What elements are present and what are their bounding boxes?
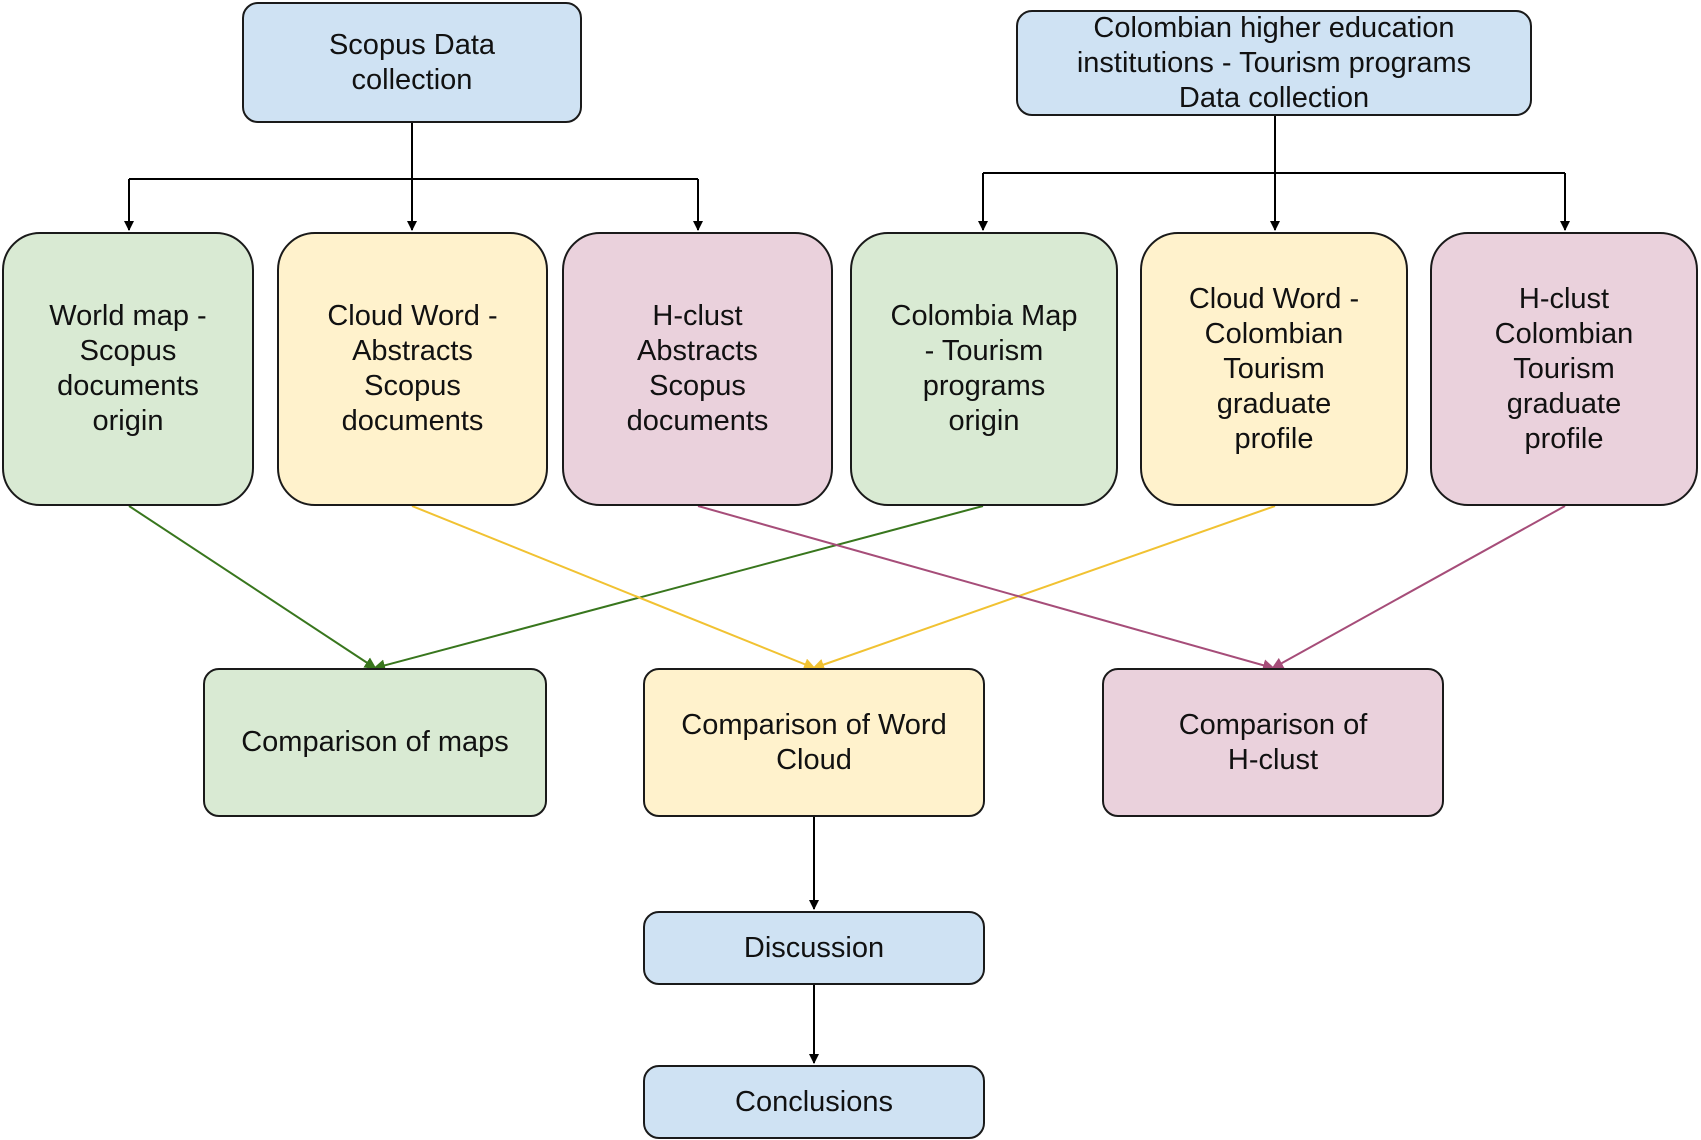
edge-worldmap-to-cmpmaps	[128, 505, 377, 670]
node-hclust-abstracts: H-clust Abstracts Scopus documents	[562, 232, 833, 506]
node-comparison-of-word-cloud: Comparison of Word Cloud	[643, 668, 985, 817]
node-colombia-map: Colombia Map - Tourism programs origin	[850, 232, 1118, 506]
node-cloud-word-abstracts: Cloud Word - Abstracts Scopus documents	[277, 232, 548, 506]
node-conclusions: Conclusions	[643, 1065, 985, 1139]
node-discussion: Discussion	[643, 911, 985, 985]
node-comparison-of-hclust: Comparison of H-clust	[1102, 668, 1444, 817]
edge-colmap-to-cmpmaps	[373, 505, 984, 672]
edge-cloudcol-to-cmpcloud	[812, 505, 1276, 671]
node-scopus-data-collection: Scopus Data collection	[242, 2, 582, 123]
node-cloud-word-colombian: Cloud Word - Colombian Tourism graduate …	[1140, 232, 1408, 506]
edge-hclust-to-cmphclust	[697, 505, 1275, 672]
node-world-map: World map - Scopus documents origin	[2, 232, 254, 506]
edge-hclustcol-to-cmphclust	[1271, 505, 1566, 669]
node-colombian-data-collection: Colombian higher education institutions …	[1016, 10, 1532, 116]
edge-cloudword-to-cmpcloud	[411, 505, 816, 670]
node-hclust-colombian: H-clust Colombian Tourism graduate profi…	[1430, 232, 1698, 506]
node-comparison-of-maps: Comparison of maps	[203, 668, 547, 817]
